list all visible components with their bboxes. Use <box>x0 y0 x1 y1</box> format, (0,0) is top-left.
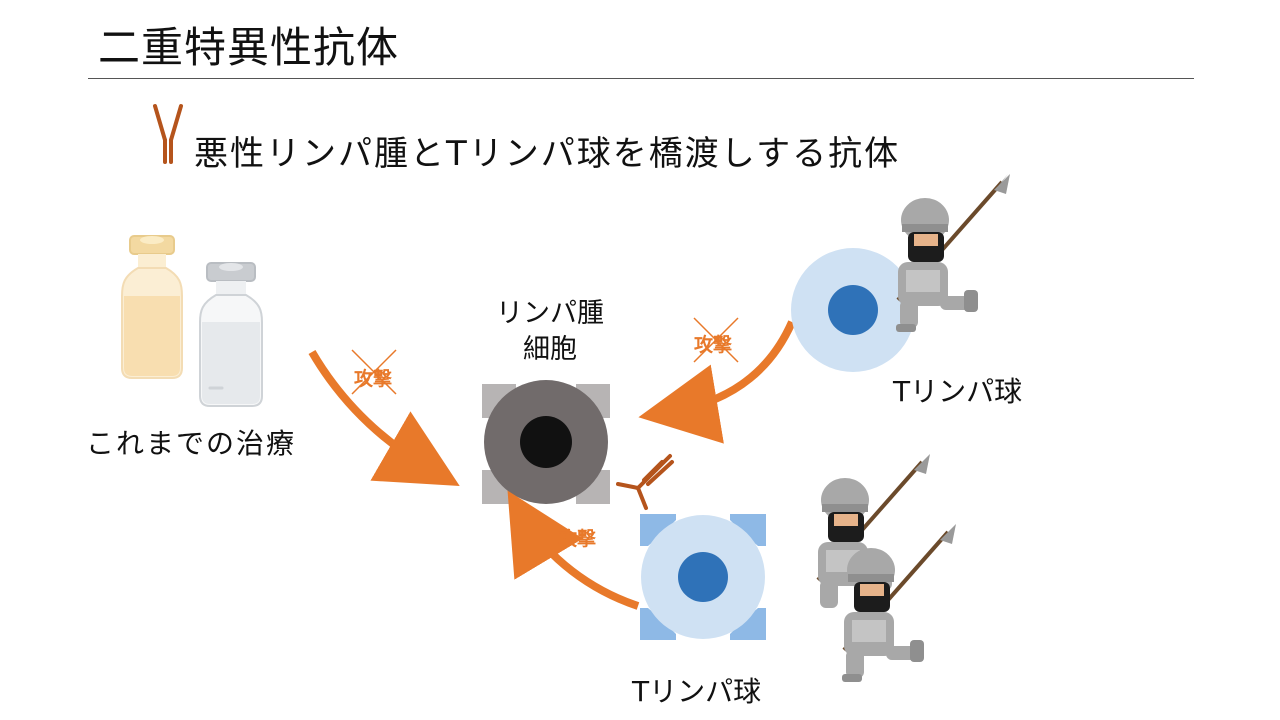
attack-label-t-cell-top: 攻撃 <box>694 334 733 356</box>
slide-subtitle: 悪性リンパ腫とTリンパ球を橋渡しする抗体 <box>194 134 901 174</box>
label-tumor-cell-line1: リンパ腫 <box>496 298 604 329</box>
armored-soldier-icon <box>842 524 956 682</box>
arrow-t-cell-bottom <box>507 490 640 610</box>
attack-label-previous-treatment: 攻撃 <box>354 368 393 390</box>
t-cell-bottom <box>640 514 766 640</box>
antibody-icon <box>153 104 183 164</box>
armored-soldier-icon <box>896 174 1010 332</box>
attack-label-t-cell-bottom: 攻撃 <box>558 528 597 550</box>
label-previous-treatment: これまでの治療 <box>86 427 297 460</box>
label-t-cell-bottom: Tリンパ球 <box>632 675 762 708</box>
label-t-cell-top: Tリンパ球 <box>893 375 1023 408</box>
medicine-vial-icon <box>121 235 263 407</box>
slide-title: 二重特異性抗体 <box>98 23 400 72</box>
blocked-cross-icon <box>351 349 397 395</box>
bispecific-antibody-icon <box>616 454 674 510</box>
label-tumor-cell-line2: 細胞 <box>523 334 577 365</box>
tumor-cell <box>482 380 610 504</box>
arrow-previous-treatment <box>308 349 460 486</box>
arrow-t-cell-top <box>638 320 796 444</box>
t-cell-top <box>791 248 915 372</box>
label-tumor-cell: リンパ腫 細胞 <box>470 296 630 368</box>
title-divider <box>88 78 1194 79</box>
blocked-cross-icon <box>693 317 739 363</box>
